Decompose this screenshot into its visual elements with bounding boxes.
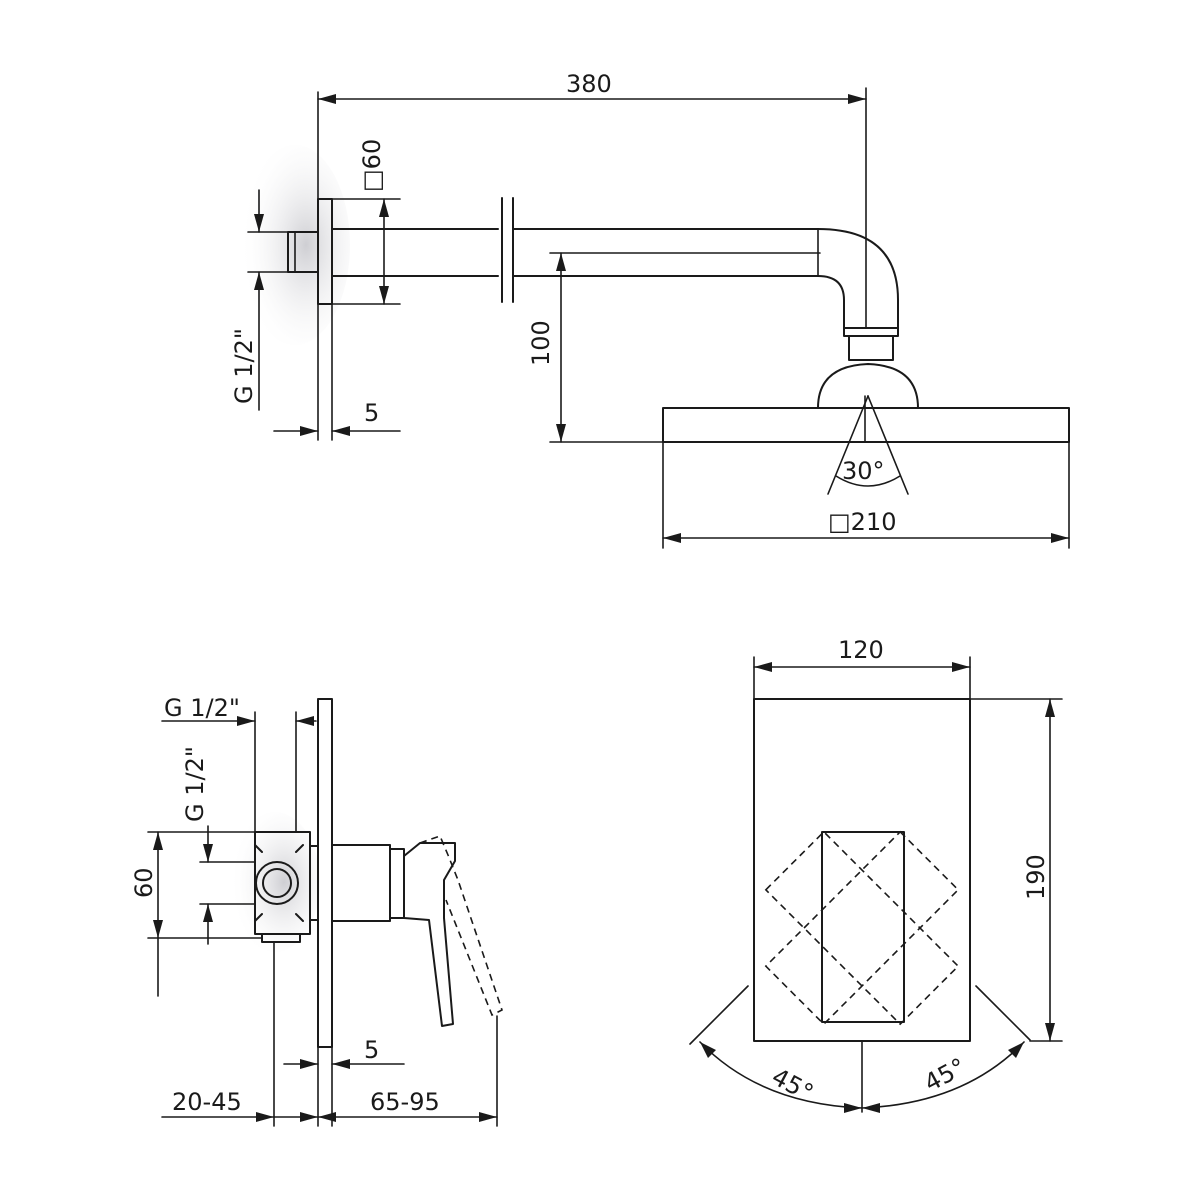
spray-angle-label: 30°: [842, 457, 885, 485]
wall-flange: [317, 198, 333, 305]
plate-height-label: 190: [1022, 854, 1050, 900]
shower-arm-view: 30° 380 □60 G 1/2" 5: [230, 70, 1070, 549]
spray-angle-arc: [835, 475, 901, 487]
flange-size-label: □60: [358, 139, 386, 192]
plate-width-label: 120: [838, 636, 884, 664]
outlet-thread-label: G 1/2": [164, 694, 240, 722]
rotation-right-label: 45°: [920, 1053, 971, 1098]
projection-label: 65-95: [370, 1088, 440, 1116]
arm-length-label: 380: [566, 70, 612, 98]
rotation-arc-left: [699, 1041, 863, 1109]
ball-joint: [817, 363, 919, 409]
head-drop-label: 100: [527, 320, 555, 366]
mixer-front-view: 45° 45° 120 190: [689, 636, 1063, 1113]
handle-rotated-left: [764, 830, 960, 1026]
rotation-arc-right: [861, 1041, 1025, 1109]
thread-size-label: G 1/2": [230, 328, 258, 404]
valve-port-outer: [255, 861, 299, 905]
valve-port-inner: [262, 868, 292, 898]
head-size-label: □210: [828, 508, 896, 536]
cartridge-body: [331, 844, 391, 922]
arm-bend: [817, 228, 899, 329]
handle-rotated-right: [764, 830, 960, 1026]
cover-plate: [317, 698, 333, 1048]
spray-line-left: [827, 395, 869, 495]
head-connector: [843, 327, 899, 337]
mixer-wall-shadow: [230, 812, 320, 952]
shower-head: [662, 407, 1070, 443]
spray-line-right: [867, 395, 909, 495]
rotation-left-label: 45°: [767, 1063, 818, 1108]
front-handle: [821, 831, 905, 1023]
embed-depth-label: 20-45: [172, 1088, 242, 1116]
plate-thickness-label: 5: [364, 1036, 379, 1064]
flange-thickness-label: 5: [364, 399, 379, 427]
handle-alt-position: [419, 834, 503, 1017]
mixer-side-view: G 1/2" G 1/2" 60 5 20-45 6: [130, 694, 503, 1127]
body-height-label: 60: [130, 867, 158, 898]
inlet-thread-label: G 1/2": [181, 746, 209, 822]
mixer-handle: [403, 842, 456, 1027]
